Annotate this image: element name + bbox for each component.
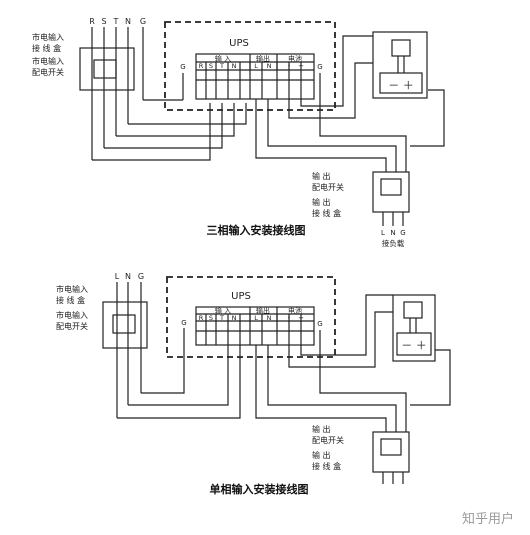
- single-ups-term-out-l: L: [254, 314, 258, 322]
- label-line: 市电输入: [56, 284, 88, 294]
- label-line: 接 线 盒: [32, 43, 61, 53]
- ups-input-header: 输 入: [215, 54, 231, 63]
- single-battery-polarity: － ＋: [401, 339, 427, 352]
- single-ups-term-out-n: N: [267, 314, 272, 322]
- label-line: 配电开关: [32, 67, 64, 77]
- ups-output-header: 输出: [256, 54, 270, 63]
- label-line: 配电开关: [312, 435, 344, 445]
- battery-polarity: － ＋: [388, 79, 414, 92]
- battery-fuse: [391, 39, 411, 57]
- ups-ground-out-label: G: [317, 63, 322, 71]
- mains-switch-box: [79, 47, 135, 91]
- label-line: 市电输入: [32, 32, 64, 42]
- ups-term-s: S: [209, 62, 213, 70]
- battery-box: [372, 31, 428, 99]
- ups-terminal-block: [195, 53, 315, 100]
- ups-terminal-block-single: [195, 306, 315, 346]
- ups-ground-in-label: G: [180, 63, 185, 71]
- single-ups-input-header: 输 入: [215, 306, 231, 315]
- single-ups-ground-out-label: G: [317, 320, 322, 328]
- label-line: 输 出: [312, 450, 331, 460]
- three-phase-diagram: [79, 21, 445, 226]
- ups-enclosure-single: [166, 276, 336, 358]
- load-l-label: L: [381, 229, 385, 237]
- battery-box-single: [392, 294, 436, 362]
- mains-switch-symbol: [93, 59, 117, 79]
- single-mains-g-label: G: [138, 272, 144, 281]
- ups-title: UPS: [229, 38, 249, 49]
- label-line: 接 线 盒: [312, 208, 341, 218]
- ups-term-n: N: [232, 62, 237, 70]
- label-line: 市电输入: [56, 310, 88, 320]
- label-line: 输 出: [312, 197, 331, 207]
- ups-term-batt-neg: -: [288, 62, 291, 70]
- single-ups-battery-header: 电池: [288, 306, 302, 315]
- ups-enclosure: [164, 21, 336, 111]
- battery-fuse-single: [403, 301, 423, 319]
- ups-term-out-n: N: [267, 62, 272, 70]
- single-mains-switch-label: 市电输入配电开关: [56, 310, 88, 331]
- three-phase-labels: R S T N G 市电输入接 线 盒 市电输入配电开关 UPS 输 入 输出 …: [32, 17, 414, 248]
- battery-symbol: [379, 72, 423, 94]
- label-line: 市电输入: [32, 56, 64, 66]
- single-ups-term-batt-pos: +: [298, 314, 304, 322]
- output-switch-box-single: [372, 431, 410, 473]
- ups-term-batt-pos: +: [298, 62, 304, 70]
- output-switch-symbol-single: [380, 438, 402, 456]
- single-ups-term-s: S: [209, 314, 213, 322]
- single-ups-title: UPS: [231, 291, 251, 302]
- watermark: 知乎用户: [462, 511, 514, 527]
- single-ups-term-n: N: [232, 314, 237, 322]
- label-line: 输 出: [312, 171, 331, 181]
- mains-terminal-box-label: 市电输入接 线 盒: [32, 32, 64, 53]
- single-phase-labels: L N G 市电输入接 线 盒 市电输入配电开关 UPS 输 入 输出 电池 R…: [56, 272, 427, 496]
- label-line: 接 线 盒: [56, 295, 85, 305]
- ups-term-out-l: L: [254, 62, 258, 70]
- mains-switch-symbol-single: [112, 314, 136, 334]
- load-g-label: G: [400, 229, 405, 237]
- label-line: 接 线 盒: [312, 461, 341, 471]
- label-line: 配电开关: [56, 321, 88, 331]
- output-switch-box: [372, 171, 410, 213]
- single-ups-ground-in-label: G: [181, 319, 186, 327]
- mains-switch-box-single: [102, 301, 148, 349]
- three-phase-caption: 三相输入安装接线图: [207, 223, 306, 237]
- single-mains-terminal-box-label: 市电输入接 线 盒: [56, 284, 88, 305]
- single-output-switch-label: 输 出配电开关: [312, 424, 344, 445]
- mains-s-label: S: [101, 17, 106, 26]
- mains-n-label: N: [125, 17, 131, 26]
- single-phase-diagram: [102, 276, 451, 484]
- single-mains-n-label: N: [125, 272, 131, 281]
- mains-r-label: R: [89, 17, 95, 26]
- single-mains-l-label: L: [115, 272, 120, 281]
- mains-t-label: T: [113, 17, 119, 26]
- battery-symbol-single: [396, 332, 432, 356]
- ups-term-r: R: [199, 62, 204, 70]
- load-n-label: N: [390, 229, 395, 237]
- single-ups-output-header: 输出: [256, 306, 270, 315]
- single-ups-term-t: T: [219, 314, 224, 322]
- single-output-terminal-box-label: 输 出接 线 盒: [312, 450, 341, 471]
- load-label: 接负载: [382, 238, 405, 248]
- ups-battery-header: 电池: [288, 54, 302, 63]
- output-switch-symbol: [380, 178, 402, 196]
- output-terminal-box-label: 输 出接 线 盒: [312, 197, 341, 218]
- single-phase-caption: 单相输入安装接线图: [210, 482, 309, 496]
- single-ups-term-batt-neg: -: [288, 314, 291, 322]
- label-line: 配电开关: [312, 182, 344, 192]
- output-switch-label: 输 出配电开关: [312, 171, 344, 192]
- label-line: 输 出: [312, 424, 331, 434]
- single-ups-term-r: R: [199, 314, 204, 322]
- ups-term-t: T: [219, 62, 224, 70]
- mains-switch-label: 市电输入配电开关: [32, 56, 64, 77]
- mains-g-label: G: [140, 17, 146, 26]
